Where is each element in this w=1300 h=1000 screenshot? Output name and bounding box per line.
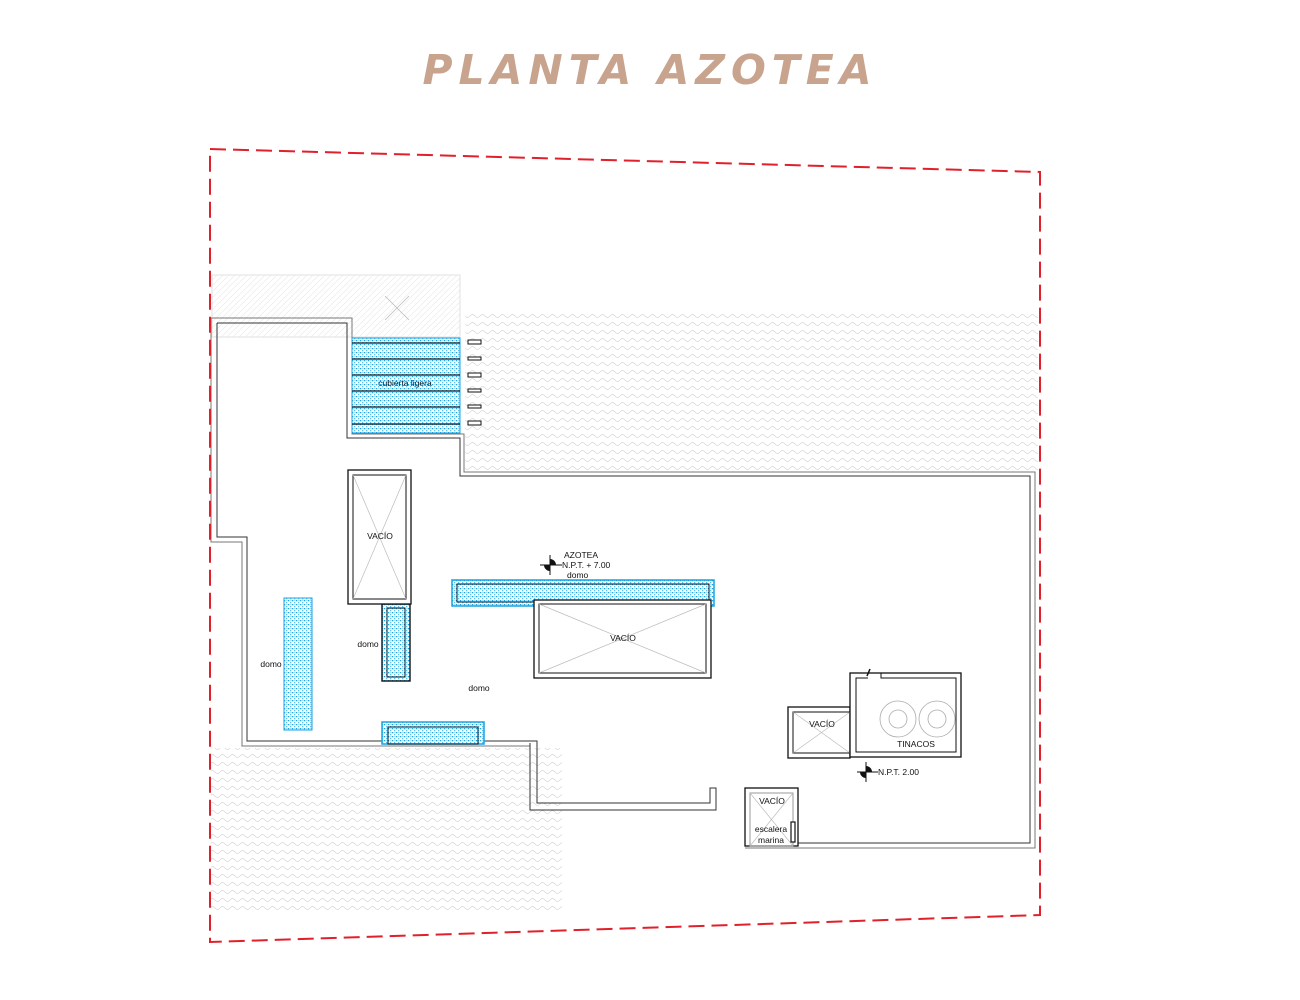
- level-marker-icon: [540, 555, 562, 575]
- cubierta-slats: [352, 342, 460, 425]
- label-azotea: AZOTEA: [564, 550, 598, 560]
- domo-mid-inner: [386, 607, 406, 678]
- label-domo: domo: [357, 639, 379, 649]
- label-marina: marina: [758, 835, 784, 845]
- label-domo: domo: [260, 659, 282, 669]
- property-boundary: [209, 147, 1041, 944]
- vacio-small: [787, 706, 851, 759]
- label-vacio: VACÍO: [610, 633, 636, 643]
- label-tinacos: TINACOS: [897, 739, 935, 749]
- label-npt-azotea: N.P.T. + 7.00: [562, 560, 611, 570]
- label-vacio: VACÍO: [759, 796, 785, 806]
- label-vacio: VACÍO: [367, 531, 393, 541]
- escalera-marina-void: [744, 787, 799, 847]
- label-domo: domo: [567, 570, 589, 580]
- domo-bottom: [381, 721, 485, 745]
- cubierta-supports: [467, 339, 482, 426]
- domo-mid: [381, 603, 411, 682]
- skylight-x-icon: [384, 295, 410, 321]
- cubierta-ligera-area: [351, 337, 461, 434]
- tile-area-bottom-left: [211, 748, 562, 910]
- light-area-top-left: [211, 274, 461, 338]
- domo-left: [283, 597, 313, 731]
- roof-outline-outer: [211, 317, 1036, 849]
- tile-area-top-right: [465, 312, 1038, 470]
- plan-title: PLANTA AZOTEA: [422, 46, 878, 94]
- roof-outline-inner: [217, 322, 1031, 844]
- water-tank-icon: [879, 700, 917, 738]
- label-escalera: escalera: [755, 824, 787, 834]
- label-cubierta-ligera: cubierta ligera: [378, 378, 432, 388]
- vacio-center: [533, 599, 712, 679]
- level-marker-icon: [857, 762, 878, 782]
- label-npt-tinacos: N.P.T. 2.00: [878, 767, 919, 777]
- label-domo: domo: [468, 683, 490, 693]
- tinacos-room: [849, 668, 962, 758]
- label-vacio: VACÍO: [809, 719, 835, 729]
- domo-bottom-inner: [387, 726, 479, 745]
- roof-outline-left-inner: [216, 323, 717, 811]
- water-tank-icon: [918, 700, 956, 738]
- vacio-left: [347, 469, 412, 605]
